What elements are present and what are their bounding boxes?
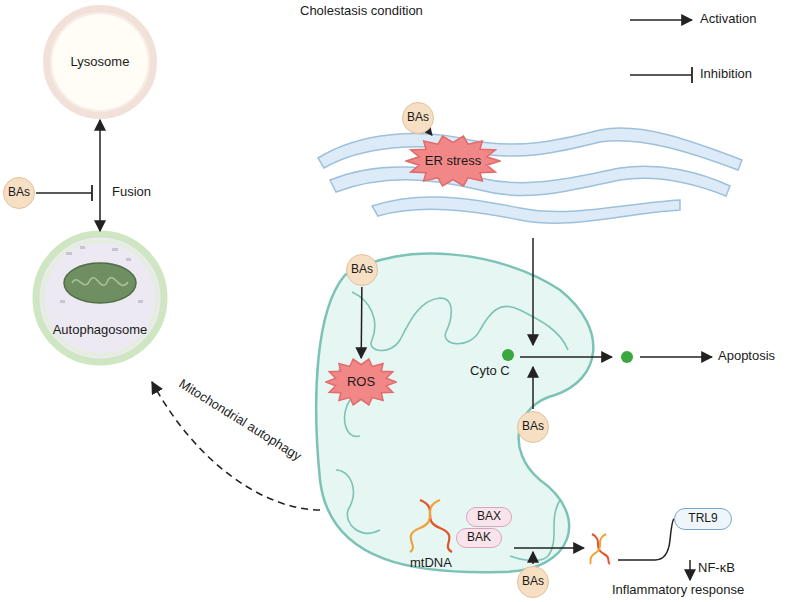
annotation-label: mtDNA [410, 556, 452, 571]
cytochrome-c-dot [621, 351, 633, 363]
mitochondrion-outer [316, 254, 593, 573]
legend-inhibition-sample [630, 74, 692, 76]
bile-acid-circle: BAs [402, 102, 434, 134]
engulfed-debris [60, 246, 143, 303]
legend-inhibition-bar [691, 67, 693, 83]
stress-burst: ER stress [405, 135, 501, 187]
bile-acid-circle: BAs [517, 566, 549, 598]
node-text: BAs [522, 575, 544, 589]
autophagosome-body [36, 234, 164, 362]
activation-arrow [532, 238, 534, 345]
engulfed-mitochondrion [64, 263, 136, 303]
activation-arrow [532, 552, 534, 564]
activation-arrow [532, 367, 534, 409]
debris [112, 248, 118, 251]
node-text: TRL9 [688, 512, 717, 526]
annotation-label: Cyto C [470, 364, 510, 379]
cytochrome-c-dot [502, 349, 514, 361]
node-text: BAs [407, 111, 429, 125]
annotation-label: Inflammatory response [612, 583, 744, 598]
binding-bracket [618, 519, 674, 560]
node-text: BAs [522, 420, 544, 434]
annotation-label: NF-κB [698, 561, 735, 576]
protein-pill: BAX [466, 507, 512, 527]
er-cisterna [318, 128, 742, 170]
autophagosome-inner-membrane [43, 241, 157, 355]
legend-activation-sample [630, 19, 692, 21]
engulfed-cristae [72, 277, 128, 285]
activation-arrow [689, 560, 691, 580]
node-text: BAs [351, 263, 373, 277]
starburst-outline [406, 136, 500, 186]
connector-arrow [429, 131, 432, 135]
protein-pill: BAK [456, 528, 502, 548]
debris [66, 252, 72, 255]
endoplasmic-reticulum [318, 128, 742, 223]
connector-arrow [99, 120, 101, 231]
diagram-title: Cholestasis condition [300, 4, 423, 19]
legend-text: Inhibition [700, 67, 752, 82]
edge-label: Fusion [110, 185, 153, 200]
legend-text: Activation [700, 12, 756, 27]
activation-arrow [640, 356, 712, 358]
dna-strand [590, 534, 606, 564]
lysosome-circle: Lysosome [43, 5, 157, 119]
connector-arrow [360, 287, 362, 358]
dna-strand [410, 500, 440, 552]
node-text: BAK [467, 531, 491, 545]
node-text: ER stress [425, 154, 481, 169]
inhibition-line [36, 192, 92, 194]
activation-arrow [520, 356, 612, 358]
mtdna-helix [410, 500, 452, 552]
er-cisterna [330, 166, 730, 196]
debris [126, 258, 131, 261]
stress-burst: ROS [325, 358, 397, 406]
er-cisterna [372, 197, 680, 223]
bile-acid-circle: BAs [3, 177, 35, 209]
node-text: Lysosome [71, 55, 130, 70]
receptor-pill: TRL9 [674, 508, 732, 530]
autophagosome-circle: Autophagosome [34, 232, 166, 364]
node-text: ROS [347, 375, 375, 390]
mitochondrion [316, 254, 593, 573]
node-text: Autophagosome [53, 323, 148, 338]
debris [80, 246, 85, 249]
inhibition-bar [91, 185, 93, 201]
released-mtdna [590, 534, 610, 564]
debris [138, 300, 143, 303]
activation-arrow [514, 547, 584, 549]
debris [60, 300, 65, 303]
bile-acid-circle: BAs [517, 411, 549, 443]
autophagosome-membrane [36, 234, 164, 362]
node-text: BAX [477, 510, 501, 524]
starburst-outline [326, 359, 397, 405]
bile-acid-circle: BAs [346, 254, 378, 286]
annotation-label: Mitochondrial autophagy [176, 376, 304, 464]
node-text: BAs [8, 186, 30, 200]
annotation-label: Apoptosis [718, 349, 775, 364]
